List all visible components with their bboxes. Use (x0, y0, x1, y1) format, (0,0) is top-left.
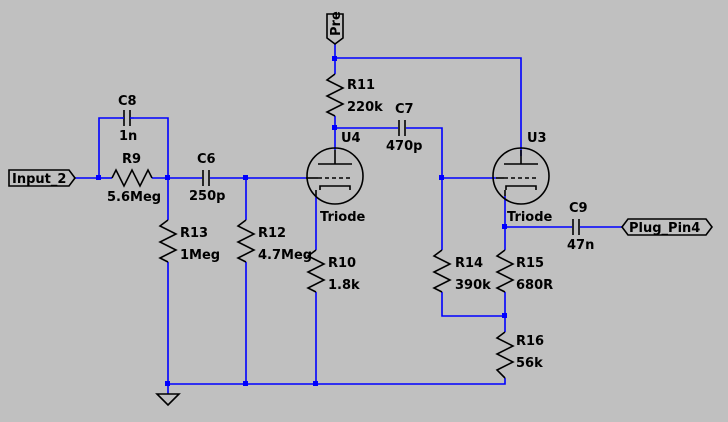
c9-name: C9 (569, 201, 588, 216)
junction-dot (332, 56, 337, 61)
resistor-r9 (111, 168, 153, 188)
u4-value: Triode (320, 210, 366, 225)
component-labels: C8 1n R9 5.6Meg C6 250p R13 1Meg R12 4.7… (107, 78, 594, 371)
r13-value: 1Meg (180, 248, 220, 263)
net-flag-output[interactable]: Plug_Pin4 (621, 218, 713, 236)
wire-r14-bottom (441, 292, 505, 317)
c7-name: C7 (395, 102, 414, 117)
junction-dot (313, 381, 318, 386)
capacitors (120, 110, 580, 235)
r11-value: 220k (347, 100, 383, 115)
junction-dot (165, 381, 170, 386)
resistor-r13 (158, 219, 178, 263)
junction-dot (243, 381, 248, 386)
r15-name: R15 (516, 256, 544, 271)
wires (75, 44, 622, 394)
r12-name: R12 (258, 226, 286, 241)
resistor-r15 (495, 249, 515, 293)
junction-dot (165, 175, 170, 180)
r9-value: 5.6Meg (107, 190, 161, 205)
net-flag-pre[interactable]: Pre (326, 11, 344, 45)
net-flag-output-label: Plug_Pin4 (629, 221, 700, 236)
wire-pre-rail (335, 57, 522, 156)
r12-value: 4.7Meg (258, 248, 312, 263)
wire-ground-bus (167, 262, 506, 385)
resistor-r12 (236, 219, 256, 263)
net-flag-input[interactable]: Input_2 (8, 169, 76, 187)
resistor-r16 (495, 331, 515, 379)
capacitor-c9 (572, 219, 580, 235)
c9-value: 47n (567, 238, 594, 253)
resistors (111, 73, 515, 379)
u3-name: U3 (527, 131, 547, 146)
triode-u4 (306, 147, 364, 205)
r15-value: 680R (516, 278, 553, 293)
resistor-r11 (325, 73, 345, 117)
junction-dot (439, 175, 444, 180)
resistor-r10 (306, 249, 326, 293)
wire-c8-loop (98, 117, 120, 178)
junction-dot (332, 125, 337, 130)
junction-dot (502, 224, 507, 229)
junction-dot (502, 313, 507, 318)
c7-value: 470p (386, 139, 422, 154)
net-flag-input-label: Input_2 (12, 172, 66, 187)
u4-name: U4 (341, 131, 361, 146)
r16-name: R16 (516, 334, 544, 349)
r10-value: 1.8k (328, 278, 360, 293)
ground-symbol (155, 393, 181, 407)
r16-value: 56k (516, 356, 543, 371)
r10-name: R10 (328, 256, 356, 271)
wire-c7-right (406, 127, 443, 178)
capacitor-c6 (202, 170, 210, 186)
junction-dot (96, 175, 101, 180)
net-flag-pre-label: Pre (329, 11, 344, 36)
r14-value: 390k (455, 278, 491, 293)
r14-name: R14 (455, 256, 483, 271)
triode-u3 (492, 147, 550, 205)
junctions (96, 56, 507, 386)
resistor-r14 (432, 249, 452, 293)
c8-value: 1n (119, 129, 137, 144)
capacitor-c7 (398, 120, 406, 136)
r13-name: R13 (180, 226, 208, 241)
c6-value: 250p (189, 189, 225, 204)
wire-c8-right (134, 117, 169, 178)
c8-name: C8 (118, 94, 137, 109)
r9-name: R9 (122, 152, 141, 167)
c6-name: C6 (197, 152, 216, 167)
junction-dot (243, 175, 248, 180)
u3-value: Triode (507, 210, 553, 225)
r11-name: R11 (347, 78, 375, 93)
capacitor-c8 (120, 110, 134, 126)
